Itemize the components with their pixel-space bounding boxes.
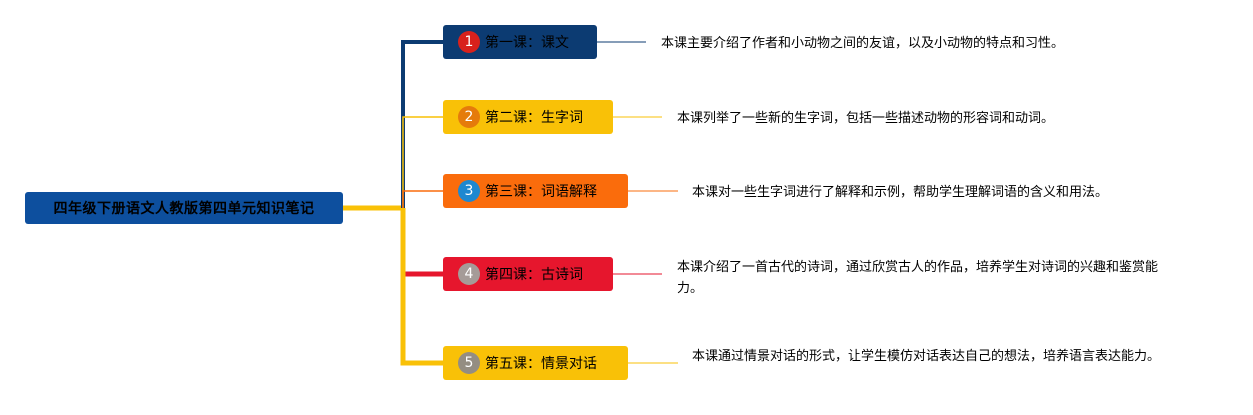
root-topic[interactable]: 四年级下册语文人教版第四单元知识笔记 — [25, 192, 343, 224]
lesson-node-2[interactable]: 2 第二课：生字词 — [443, 100, 613, 134]
number-badge-4: 4 — [458, 263, 480, 285]
branch-line-3 — [402, 190, 443, 208]
branch-line-1 — [401, 40, 443, 208]
lesson-node-4[interactable]: 4 第四课：古诗词 — [443, 257, 613, 291]
lesson-node-5[interactable]: 5 第五课：情景对话 — [443, 346, 628, 380]
number-badge-1: 1 — [458, 31, 480, 53]
lesson-description-1: 本课主要介绍了作者和小动物之间的友谊，以及小动物的特点和习性。 — [661, 36, 1065, 51]
lesson-description-3: 本课对一些生字词进行了解释和示例，帮助学生理解词语的含义和用法。 — [692, 185, 1109, 200]
lesson-node-1[interactable]: 1 第一课：课文 — [443, 25, 597, 59]
lesson-description-2: 本课列举了一些新的生字词，包括一些描述动物的形容词和动词。 — [677, 111, 1055, 126]
lesson-node-3[interactable]: 3 第三课：词语解释 — [443, 174, 628, 208]
lesson-title-3: 第三课：词语解释 — [485, 184, 597, 200]
number-badge-5: 5 — [458, 352, 480, 374]
lesson-title-5: 第五课：情景对话 — [485, 356, 597, 372]
lesson-description-4: 本课介绍了一首古代的诗词，通过欣赏古人的作品，培养学生对诗词的兴趣和鉴赏能力。 — [677, 260, 1159, 296]
branch-line-5 — [400, 208, 443, 366]
lesson-title-1: 第一课：课文 — [485, 35, 569, 51]
lesson-title-2: 第二课：生字词 — [485, 110, 583, 126]
branch-line-2 — [402, 116, 443, 208]
lesson-title-4: 第四课：古诗词 — [485, 267, 583, 283]
number-badge-3: 3 — [458, 180, 480, 202]
lesson-description-5: 本课通过情景对话的形式，让学生模仿对话表达自己的想法，培养语言表达能力。 — [692, 349, 1161, 364]
number-badge-2: 2 — [458, 106, 480, 128]
branch-line-4 — [400, 208, 443, 277]
